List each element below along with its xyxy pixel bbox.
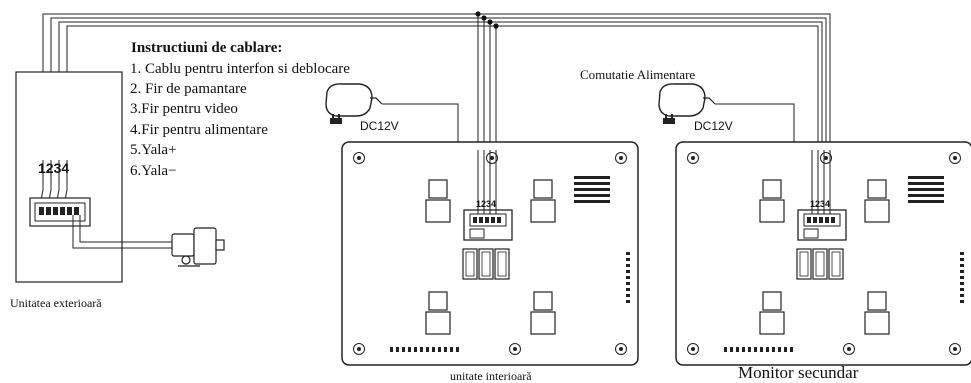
instruction-item: 2. Fir de pamantare [130,81,247,97]
junction-dots [475,11,499,29]
secondary-monitor-caption: Monitor secundar [738,363,859,382]
power-adapter-icon [325,83,383,124]
instruction-item: 6.Yala− [130,163,177,179]
switch-label: Comutatie Alimentare [580,67,695,82]
instruction-item: 3.Fir pentru video [130,101,238,117]
outdoor-unit [15,71,172,283]
outdoor-terminal-label: 1234 [38,160,69,176]
secondary-terminal-label: 1234 [810,199,830,209]
electric-lock-icon [171,227,225,267]
indoor-bus-drop [477,150,497,214]
instructions-title: Instructiuni de cablare: [131,40,282,56]
power-adapter-icon [658,83,716,124]
instruction-item: 1. Cablu pentru interfon si deblocare [130,61,350,77]
secondary-bus-drop [811,150,831,214]
indoor-terminal-label: 1234 [476,199,496,209]
instruction-item: 5.Yala+ [130,142,177,158]
outdoor-unit-caption: Unitatea exterioară [10,296,102,310]
instruction-item: 4.Fir pentru alimentare [130,122,268,138]
indoor-monitor-caption: unitate interioară [450,369,532,383]
left-adapter-label: DC12V [360,119,399,133]
wiring-instructions: Instructiuni de cablare: 1. Cablu pentru… [130,40,350,179]
right-adapter-label: DC12V [694,119,733,133]
